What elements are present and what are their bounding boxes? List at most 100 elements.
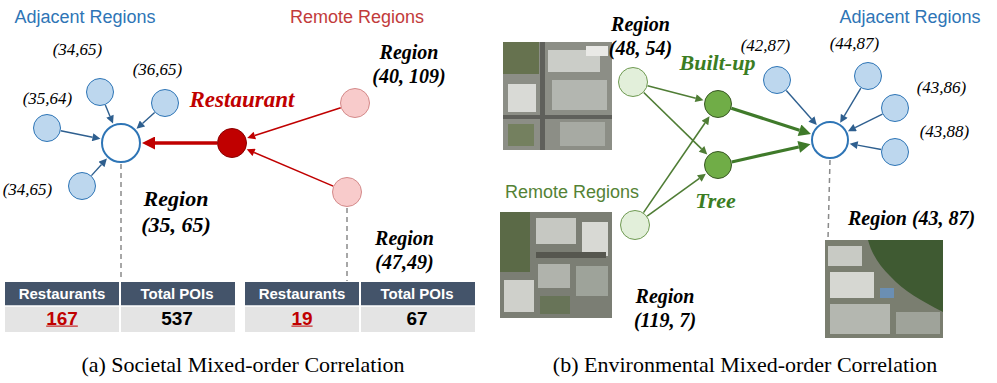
satellite-image [825, 240, 943, 338]
connector-arrow [61, 131, 93, 137]
group-heading: Adjacent Regions [14, 7, 155, 29]
adjacent-region: (42,87) [763, 66, 791, 94]
label-holder: Region (35, 65) [126, 186, 226, 239]
image-roof [828, 246, 862, 266]
node-label: (35,64) [23, 88, 73, 108]
leader-line [120, 164, 122, 281]
node-label: Tree [695, 187, 736, 213]
node-label: Restaurant [190, 86, 295, 114]
node-label: Region (35, 65) [126, 186, 226, 239]
connector-arrow [731, 108, 799, 130]
label-holder: 167 [46, 308, 78, 331]
node-label: (34,65) [53, 39, 103, 59]
label-holder: (42,87) [741, 35, 791, 55]
remote-region: Region (119, 7) [620, 210, 650, 240]
image-roof [504, 280, 534, 312]
label-holder: (43,88) [920, 121, 970, 141]
table-header-cell: Restaurants [259, 285, 346, 303]
connector-arrow [786, 90, 811, 119]
image-vegetation [500, 212, 530, 272]
label-holder: Remote Regions [290, 7, 424, 29]
table-header-cell: Restaurants [19, 285, 106, 303]
connector-arrow [732, 147, 799, 162]
image-roof [582, 222, 608, 256]
poi-table [5, 282, 235, 332]
table-cell: 167 [46, 308, 78, 331]
label-holder: Region (43, 87) [848, 206, 975, 230]
node-label: (43,88) [920, 121, 970, 141]
image-road [503, 115, 612, 119]
image-roof [896, 312, 940, 334]
table-divider [359, 282, 361, 332]
category-node: Restaurant [217, 128, 247, 158]
connector-arrow [855, 114, 882, 127]
label-holder: (b) Environmental Mixed-order Correlatio… [553, 352, 937, 378]
node-label: Region (40, 109) [362, 40, 457, 88]
table-header-cell: Total POIs [380, 285, 453, 303]
label-holder: 67 [406, 308, 427, 331]
image-road [540, 42, 545, 150]
connector-arrow [858, 145, 882, 149]
image-roof [880, 288, 894, 298]
image-roof [830, 304, 890, 334]
node-label: Region (47,49) [360, 226, 450, 274]
image-roof [586, 46, 608, 56]
label-holder: (34,65) [3, 179, 53, 199]
target-region: Region (43, 87) [811, 121, 849, 159]
remote-region: Region (40, 109) [340, 88, 370, 118]
table-divider [119, 282, 121, 332]
image-roof [538, 264, 570, 288]
label-holder: (a) Societal Mixed-order Correlation [81, 352, 404, 378]
image-trees [868, 240, 943, 312]
label-holder: Tree [695, 187, 736, 213]
image-vegetation [503, 42, 539, 74]
connector-arrow [155, 141, 217, 145]
node-label: (44,87) [830, 33, 880, 53]
group-heading: Adjacent Regions [839, 7, 980, 29]
connector-arrow [647, 178, 699, 216]
satellite-image [503, 42, 612, 150]
label-holder: Region (40, 109) [362, 40, 457, 88]
poi-table [245, 282, 475, 332]
subfigure-caption: (a) Societal Mixed-order Correlation [81, 352, 404, 378]
node-label: Region (119, 7) [618, 284, 713, 332]
image-roof [552, 80, 607, 110]
table-divider [5, 305, 235, 307]
image-roof [508, 84, 536, 112]
image-road [536, 252, 606, 258]
satellite-image [500, 212, 612, 318]
image-roof [536, 218, 576, 244]
connector-arrow [91, 164, 101, 175]
connector-arrow [648, 86, 696, 98]
adjacent-region: (35,64) [33, 114, 61, 142]
label-holder: (44,87) [830, 33, 880, 53]
table-cell: 67 [406, 308, 427, 331]
label-holder: (35,64) [23, 88, 73, 108]
label-holder: (36,65) [133, 59, 183, 79]
label-holder: 537 [161, 308, 193, 331]
image-ground [825, 240, 943, 338]
label-holder: Adjacent Regions [14, 7, 155, 29]
label-holder: Restaurants [19, 285, 106, 303]
label-holder: Remote Regions [505, 182, 639, 204]
node-label: (36,65) [133, 59, 183, 79]
connector-arrow [142, 112, 154, 123]
image-vegetation [508, 124, 534, 146]
label-holder: Total POIs [380, 285, 453, 303]
image-roof [576, 266, 608, 296]
connector-arrow [105, 105, 110, 116]
adjacent-region: (43,88) [881, 138, 909, 166]
label-holder: Restaurant [190, 86, 295, 114]
connector-arrow [844, 88, 861, 116]
label-holder: (43,86) [917, 77, 967, 97]
category-node: Built-up [704, 90, 732, 118]
adjacent-region: (43,86) [881, 94, 909, 122]
node-label: Region (43, 87) [848, 206, 975, 230]
label-holder: Adjacent Regions [839, 7, 980, 29]
table-cell: 537 [161, 308, 193, 331]
image-roof [560, 122, 605, 146]
label-holder: Total POIs [140, 285, 213, 303]
target-region: Region (35, 65) [101, 123, 141, 163]
label-holder: Region (119, 7) [618, 284, 713, 332]
category-node: Tree [704, 151, 732, 179]
